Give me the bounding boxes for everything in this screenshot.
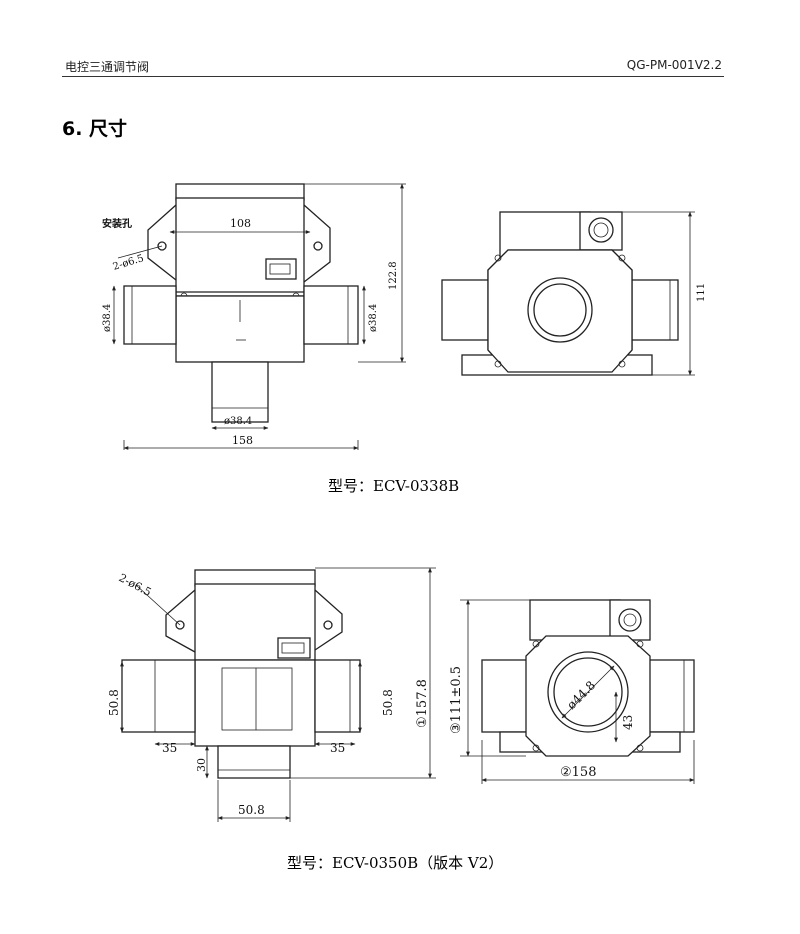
d2-dim-left-len: 35 — [162, 741, 177, 755]
d1-hole-right — [313, 241, 323, 251]
d2-dim-right-pipe: 50.8 — [381, 689, 395, 716]
d1-dim-left-pipe: ø38.4 — [102, 304, 113, 332]
d1s-left-pipe — [441, 279, 493, 341]
drawing2-front-view: 50.8 50.8 35 35 30 50.8 ①157.8 2-ø6.5 — [107, 567, 436, 822]
d1-hole-label: 2-ø6.5 — [112, 253, 146, 273]
d2-left-pipe — [121, 659, 196, 733]
d2s-dim-center: 43 — [621, 715, 635, 730]
d2-valve-body — [194, 659, 316, 747]
d2-dim-height: ①157.8 — [415, 679, 430, 728]
drawing1-caption: 型号：ECV-0338B — [328, 477, 460, 495]
d1-dim-height: 122.8 — [388, 261, 399, 290]
d2-dim-right-len: 35 — [330, 741, 345, 755]
header-rule — [62, 76, 724, 77]
d2-hole-label: 2-ø6.5 — [117, 571, 154, 599]
d1s-dim-height: 111 — [696, 283, 707, 302]
d2s-right-pipe — [643, 659, 695, 733]
d2-dim-bottom-pipe: 50.8 — [238, 803, 265, 817]
drawing1-front-view: 108 158 ø38.4 ø38.4 ø38.4 122.8 安装孔 2-ø6… — [102, 183, 406, 450]
d1s-right-pipe — [627, 279, 679, 341]
d1-dim-right-pipe: ø38.4 — [368, 304, 379, 332]
d1-bottom-pipe — [211, 361, 269, 423]
d1-dim-bottom-pipe: ø38.4 — [224, 416, 252, 427]
drawing2-caption: 型号：ECV-0350B（版本 V2） — [287, 854, 504, 872]
d2-connector — [277, 637, 311, 659]
d1-mount-label: 安装孔 — [102, 217, 132, 230]
d1-left-pipe — [123, 285, 177, 345]
d2-right-pipe — [314, 659, 361, 733]
d2-flange — [165, 589, 343, 653]
d2s-connector — [609, 599, 651, 641]
d2-dim-bottom-len: 30 — [195, 758, 208, 772]
d2-hole-left — [175, 620, 185, 630]
d2s-dim-height: ③111±0.5 — [449, 666, 464, 734]
d1s-port-outer — [527, 277, 593, 343]
d2-bottom-pipe — [217, 745, 291, 779]
d2s-left-pipe — [481, 659, 535, 733]
d1-flange — [147, 204, 331, 283]
section-title: 6. 尺寸 — [62, 118, 128, 140]
d2-dim-left-pipe: 50.8 — [107, 689, 121, 716]
d1-dim-width: 158 — [232, 434, 253, 447]
header-left: 电控三通调节阀 — [65, 60, 150, 74]
d2-hole-right — [323, 620, 333, 630]
d2s-motor — [529, 599, 621, 641]
drawing1-side-view: 111 — [441, 211, 707, 376]
d1-actuator-block — [175, 197, 305, 297]
d1-hole-left — [157, 241, 167, 251]
d1-right-pipe — [303, 285, 359, 345]
d1-connector — [265, 258, 297, 280]
d1-dim-top: 108 — [230, 217, 251, 230]
d1s-port-inner — [533, 283, 587, 337]
d2s-dim-width: ②158 — [560, 765, 596, 780]
d2s-port-inner — [553, 657, 623, 727]
drawing2-side-view: ø44.8 43 ③111±0.5 ②158 — [449, 599, 695, 784]
header-right: QG-PM-001V2.2 — [626, 58, 722, 72]
d2s-port-outer — [547, 651, 629, 733]
